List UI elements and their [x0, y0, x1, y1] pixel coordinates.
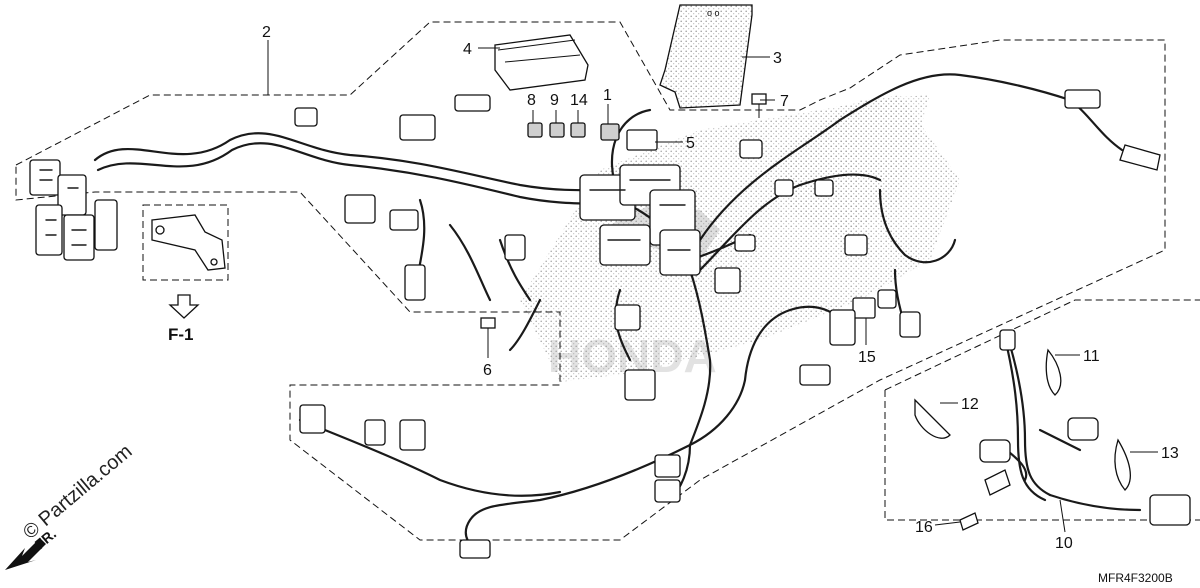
- callout-10: 10: [1055, 535, 1073, 552]
- callout-6: 6: [483, 362, 492, 379]
- stipple-band-upper: [780, 95, 930, 240]
- sub-assembly-parts: [914, 329, 1191, 531]
- callout-2: 2: [262, 24, 271, 41]
- callout-5: 5: [686, 135, 695, 152]
- main-harness: [93, 73, 1072, 552]
- callout-9: 9: [550, 92, 559, 109]
- callout-7: 7: [780, 93, 789, 110]
- callout-labels: 1 2 3 4 5 6 7 8 9 10 11 12 13 14 15 16: [262, 24, 1179, 552]
- part-6-bolt: [480, 317, 496, 340]
- callout-15: 15: [858, 349, 876, 366]
- callout-4: 4: [463, 41, 472, 58]
- watermark-text: © Partzilla.com: [19, 440, 136, 543]
- callout-14: 14: [570, 92, 588, 109]
- callout-3: 3: [773, 50, 782, 67]
- callout-8: 8: [527, 92, 536, 109]
- leader-lines: [267, 40, 1158, 533]
- part-7-bolt: [751, 93, 767, 118]
- callout-1: 1: [603, 87, 612, 104]
- figure-ref-label: F-1: [168, 325, 194, 344]
- sub-assembly-boundary: [884, 299, 1200, 521]
- hollow-down-arrow-icon: [168, 294, 200, 319]
- harness-group-boundary: [15, 21, 1166, 541]
- callout-12: 12: [961, 396, 979, 413]
- part-4-control-unit: [494, 34, 589, 91]
- left-connector-cluster: [29, 159, 118, 261]
- fuse-box-cluster: [579, 164, 701, 276]
- callout-16: 16: [915, 519, 933, 536]
- arrow-down-left-icon: [5, 538, 46, 570]
- figure-ref-box: [142, 204, 229, 281]
- harness-connectors: [294, 94, 921, 559]
- svg-text:o o: o o: [707, 8, 720, 18]
- bracket-part: [151, 214, 226, 271]
- upper-right-plug: [1064, 89, 1161, 171]
- part-15-connector: [852, 297, 876, 319]
- relay-parts: [527, 122, 658, 151]
- part-3-pad: o o: [659, 4, 753, 109]
- callout-13: 13: [1161, 445, 1179, 462]
- callout-11: 11: [1083, 348, 1100, 365]
- drawing-code: MFR4F3200B: [1098, 571, 1173, 585]
